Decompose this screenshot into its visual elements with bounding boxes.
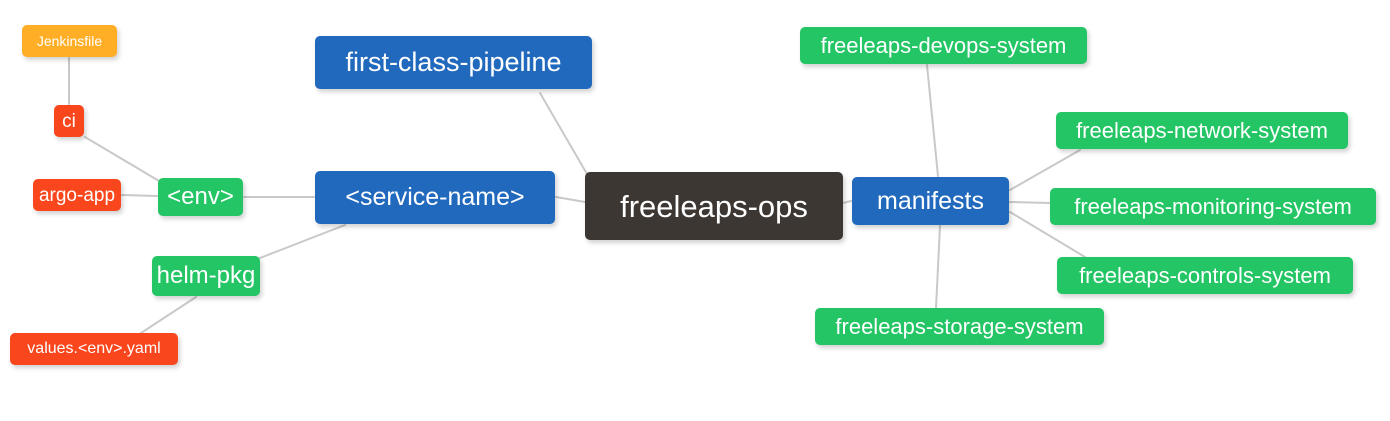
node-pipeline[interactable]: first-class-pipeline — [315, 36, 592, 89]
node-storage[interactable]: freeleaps-storage-system — [815, 308, 1104, 345]
node-label: values.<env>.yaml — [27, 340, 161, 357]
node-label: Jenkinsfile — [36, 33, 103, 49]
node-label: freeleaps-ops — [620, 188, 808, 224]
edge-service-to-root — [555, 196, 586, 203]
edge-manifests-to-monitoring — [1009, 201, 1050, 204]
node-devops[interactable]: freeleaps-devops-system — [800, 27, 1087, 64]
node-label: freeleaps-network-system — [1076, 117, 1328, 143]
node-label: argo-app — [38, 184, 116, 206]
node-label: manifests — [877, 186, 984, 215]
node-manifests[interactable]: manifests — [852, 177, 1009, 225]
node-monitoring[interactable]: freeleaps-monitoring-system — [1050, 188, 1376, 225]
edge-manifests-to-devops — [926, 64, 939, 177]
node-network[interactable]: freeleaps-network-system — [1056, 112, 1348, 149]
node-env[interactable]: <env> — [158, 178, 243, 216]
node-label: <service-name> — [345, 183, 525, 211]
node-controls[interactable]: freeleaps-controls-system — [1057, 257, 1353, 294]
edge-root-to-manifests — [842, 200, 852, 204]
node-service[interactable]: <service-name> — [315, 171, 555, 224]
node-argoapp[interactable]: argo-app — [33, 179, 121, 211]
edge-argoapp-to-env — [121, 194, 158, 197]
edge-helm-to-service — [259, 224, 346, 259]
node-label: freeleaps-devops-system — [820, 32, 1067, 58]
node-label: freeleaps-controls-system — [1079, 262, 1331, 288]
edge-pipeline-to-root — [539, 92, 588, 175]
node-label: <env> — [167, 183, 234, 210]
node-helm[interactable]: helm-pkg — [152, 256, 260, 296]
node-ci[interactable]: ci — [54, 105, 84, 137]
node-label: first-class-pipeline — [345, 47, 562, 77]
edge-manifests-to-storage — [935, 225, 941, 309]
node-label: freeleaps-storage-system — [835, 313, 1084, 339]
node-jenkins[interactable]: Jenkinsfile — [22, 25, 117, 57]
edge-valuesyaml-to-helm — [140, 296, 197, 334]
edge-manifests-to-network — [1009, 149, 1081, 191]
node-label: freeleaps-monitoring-system — [1074, 193, 1352, 219]
node-label: helm-pkg — [156, 262, 256, 289]
edge-ci-to-env — [84, 136, 160, 182]
node-valuesyaml[interactable]: values.<env>.yaml — [10, 333, 178, 365]
node-root[interactable]: freeleaps-ops — [585, 172, 843, 240]
node-label: ci — [62, 110, 76, 132]
